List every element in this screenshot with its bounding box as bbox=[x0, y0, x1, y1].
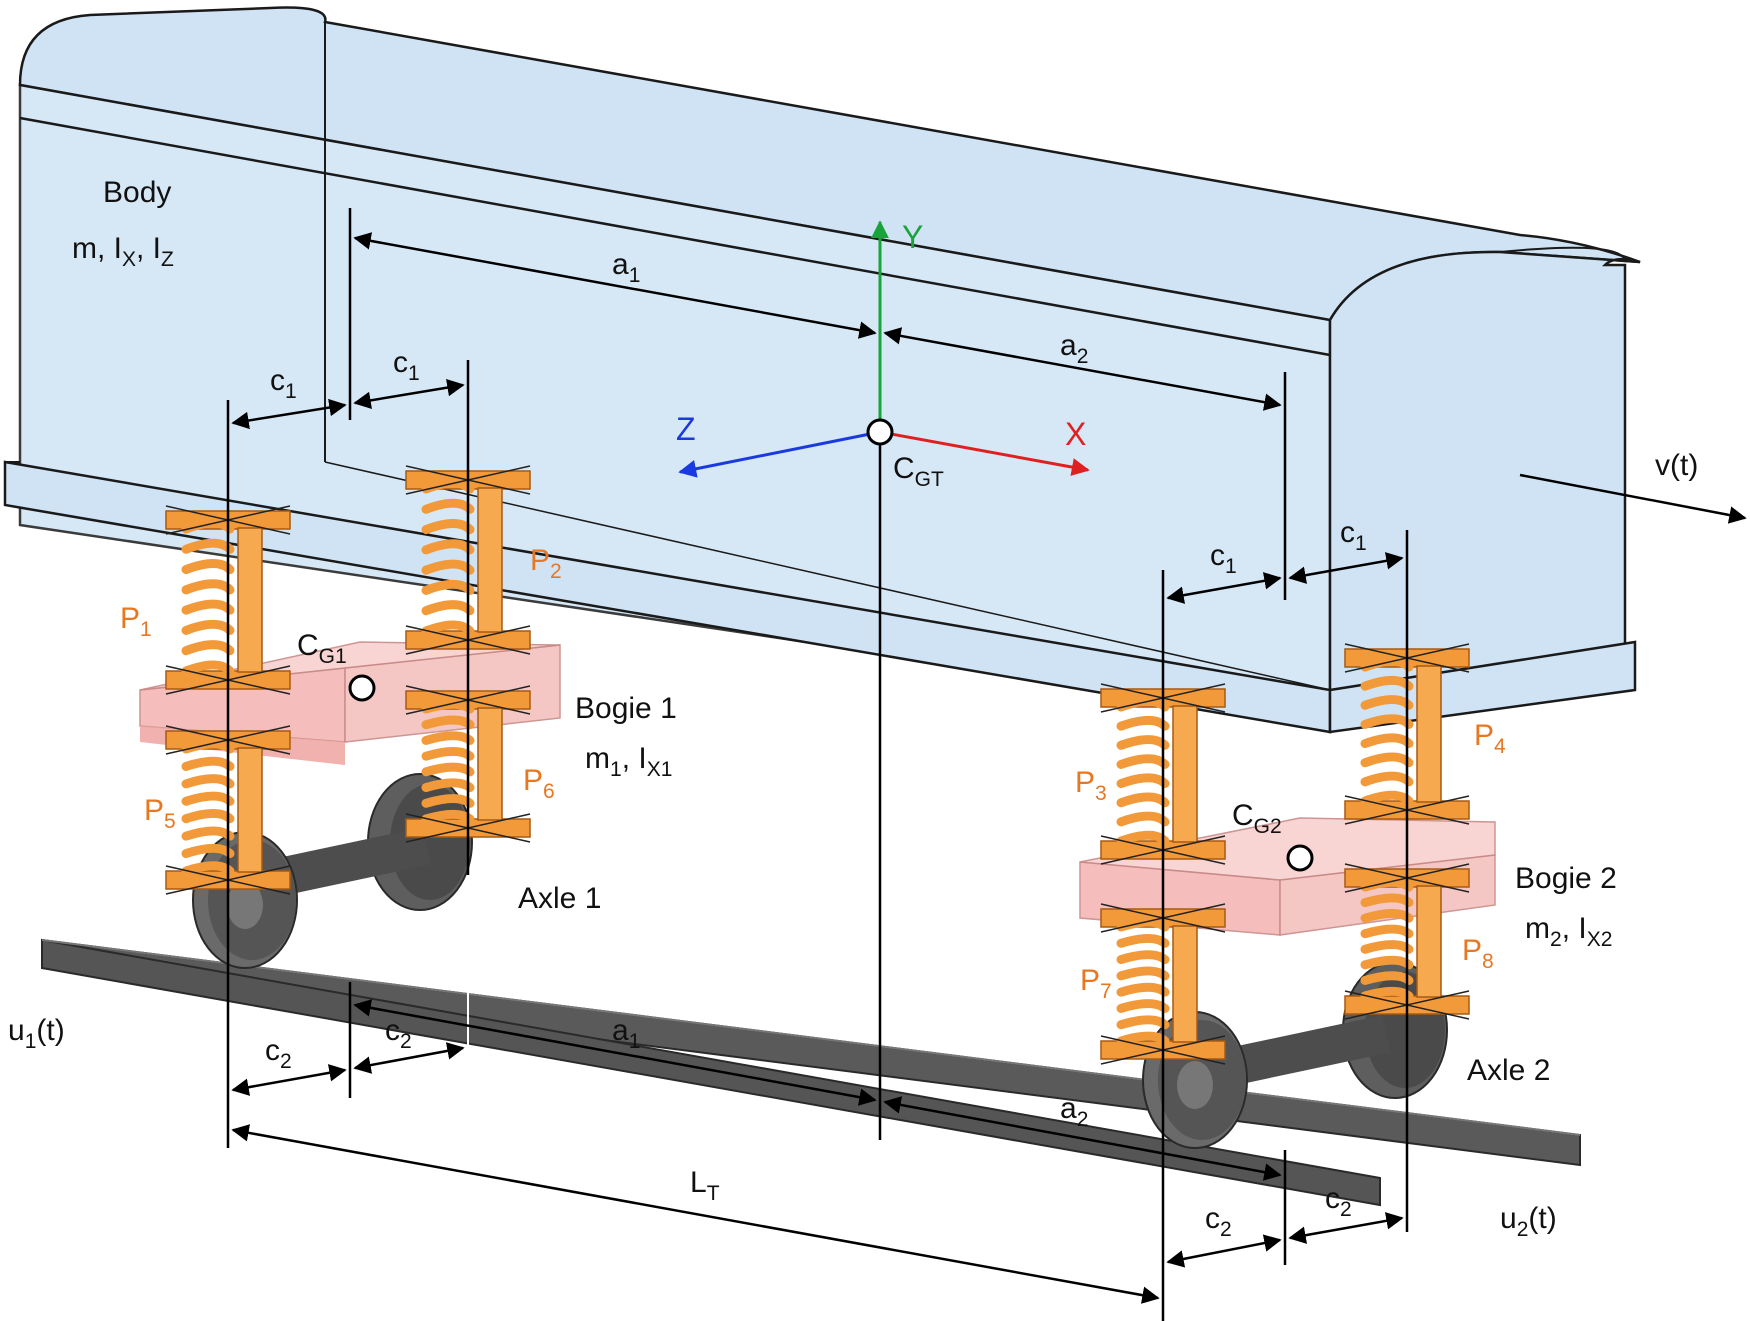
cg2-label: CG2 bbox=[1232, 799, 1282, 838]
spring-p7-label: P7 bbox=[1080, 964, 1112, 1003]
cg1-label: CG1 bbox=[297, 629, 347, 668]
axis-z-arrow bbox=[678, 430, 881, 478]
labels: Body m, IX, IZ a1 a2 c1 c1 c1 c1 v(t) CG… bbox=[8, 176, 1698, 1241]
dim-c1-right-right: c1 bbox=[1340, 516, 1367, 555]
axle2-label: Axle 2 bbox=[1467, 1054, 1550, 1087]
dim-c2-right-right: c2 bbox=[1325, 1182, 1352, 1221]
cg1-marker bbox=[348, 674, 376, 702]
dim-lt: LT bbox=[690, 1166, 720, 1205]
bogie1-title: Bogie 1 bbox=[575, 692, 677, 725]
dim-a1-top: a1 bbox=[612, 248, 640, 287]
spring-p7 bbox=[1100, 903, 1226, 1065]
spring-p8 bbox=[1344, 863, 1470, 1020]
spring-p2-label: P2 bbox=[530, 544, 562, 583]
car-body bbox=[3, 6, 1641, 734]
velocity-arrow bbox=[1519, 473, 1747, 524]
dimension-lines bbox=[231, 232, 1747, 1304]
dim-a2-bottom: a2 bbox=[1060, 1092, 1088, 1131]
bogie1-params: m1, IX1 bbox=[585, 742, 672, 781]
dim-c2-right-left: c2 bbox=[1205, 1202, 1232, 1241]
cgt-marker bbox=[866, 418, 894, 446]
axis-x-arrow bbox=[879, 430, 1090, 476]
axis-z-label: Z bbox=[676, 411, 696, 447]
spring-p4-label: P4 bbox=[1474, 719, 1506, 758]
dim-c1-right-left: c1 bbox=[1210, 539, 1237, 578]
rails bbox=[41, 938, 1581, 1207]
dim-c2-bottom-left: c2 bbox=[265, 1034, 292, 1073]
reference-lines bbox=[226, 208, 1409, 1321]
axis-x-label: X bbox=[1065, 416, 1086, 452]
dim-a1-bottom: a1 bbox=[612, 1014, 640, 1053]
dim-a2-top: a2 bbox=[1060, 329, 1088, 368]
axle1-label: Axle 1 bbox=[518, 882, 601, 915]
dim-c2-bottom-mid: c2 bbox=[385, 1014, 412, 1053]
coordinate-axes: Y X Z CGT bbox=[676, 219, 1090, 491]
dim-c1-top-left: c1 bbox=[270, 364, 297, 403]
spring-p3-label: P3 bbox=[1075, 766, 1107, 805]
spring-p5-label: P5 bbox=[144, 794, 176, 833]
cg2-marker bbox=[1286, 844, 1314, 872]
dim-c1-top-mid: c1 bbox=[393, 346, 420, 385]
u1-label: u1(t) bbox=[8, 1014, 65, 1053]
bogie2-params: m2, IX2 bbox=[1525, 912, 1612, 951]
velocity-label: v(t) bbox=[1655, 449, 1698, 482]
spring-p1-label: P1 bbox=[120, 602, 152, 641]
body-params: m, IX, IZ bbox=[72, 232, 174, 271]
cgt-label: CGT bbox=[893, 452, 944, 491]
u2-label: u2(t) bbox=[1500, 1202, 1557, 1241]
bogie2-title: Bogie 2 bbox=[1515, 862, 1617, 895]
axis-y-label: Y bbox=[902, 219, 923, 255]
body-title: Body bbox=[103, 176, 171, 209]
spring-p6-label: P6 bbox=[523, 764, 555, 803]
spring-p8-label: P8 bbox=[1462, 934, 1494, 973]
